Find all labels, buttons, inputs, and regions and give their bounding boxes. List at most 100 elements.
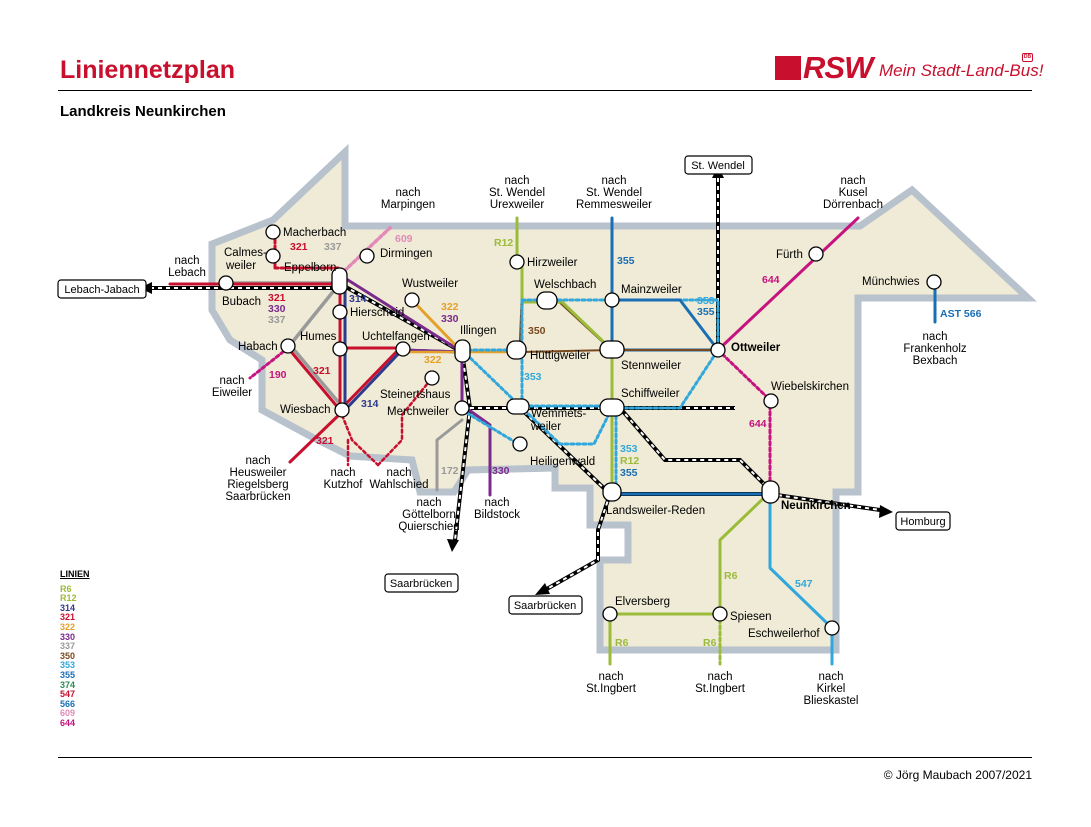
- stop-marker[interactable]: [506, 340, 527, 360]
- stop-label: Merchweiler: [387, 406, 449, 418]
- line-label: 353: [620, 443, 638, 455]
- rail-boxes: Lebach-Jabach St. Wendel Homburg Saarbrü…: [57, 155, 951, 615]
- copyright: © Jörg Maubach 2007/2021: [883, 768, 1032, 782]
- stop-label: Wemmets-: [531, 408, 587, 420]
- legend-item: 321: [60, 612, 76, 623]
- line-label: R6: [724, 570, 738, 582]
- stop-marker[interactable]: [712, 606, 728, 622]
- line-label: 330: [492, 465, 510, 477]
- stop-marker[interactable]: [604, 292, 620, 308]
- legend-item: 355: [60, 669, 76, 680]
- line-label: R12: [620, 455, 639, 467]
- stop-marker[interactable]: [506, 398, 530, 415]
- rail-box-homburg[interactable]: Homburg: [895, 511, 951, 531]
- stop-marker[interactable]: [710, 342, 726, 358]
- line-number-labels: 321 337 609 321 330 337 314 322 330 190 …: [268, 233, 982, 649]
- legend-item: 644: [60, 717, 76, 728]
- stop-label: Illingen: [460, 325, 496, 337]
- stop-marker[interactable]: [280, 338, 296, 354]
- legend-item: R6: [60, 583, 72, 594]
- stop-marker[interactable]: [602, 606, 618, 622]
- rail-box-saarbruecken[interactable]: Saarbrücken: [384, 573, 459, 593]
- footer-divider: [58, 757, 1032, 758]
- stop-label: Elversberg: [615, 596, 670, 608]
- page-subtitle: Landkreis Neunkirchen: [60, 103, 226, 120]
- header-divider: [58, 90, 1032, 91]
- stop-label: Hirzweiler: [527, 257, 578, 269]
- stop-marker[interactable]: [332, 304, 348, 320]
- stop-label: Wiesbach: [280, 404, 331, 416]
- stop-marker[interactable]: [424, 370, 440, 386]
- stop-marker[interactable]: [454, 339, 471, 363]
- legend-item: R12: [60, 593, 77, 604]
- stop-marker[interactable]: [602, 482, 622, 502]
- stop-marker[interactable]: [763, 393, 779, 409]
- rail-box-saarbruecken[interactable]: Saarbrücken: [508, 595, 583, 615]
- line-label: 322: [441, 301, 459, 313]
- line-label: 644: [749, 418, 767, 430]
- logo-slogan: Mein Stadt-Land-Bus!: [879, 61, 1044, 80]
- legend-item: 566: [60, 698, 76, 709]
- stop-labels: Macherbach Calmes- weiler Eppelborn Buba…: [222, 227, 920, 640]
- legend-item: 374: [60, 679, 76, 690]
- legend-item: 314: [60, 602, 76, 613]
- stop-label: Mainzweiler: [621, 284, 682, 296]
- line-label: 314: [349, 293, 367, 305]
- stop-label: Dirmingen: [380, 248, 432, 260]
- rail-box-st-wendel[interactable]: St. Wendel: [684, 155, 753, 175]
- line-label: 355: [620, 467, 638, 479]
- stop-marker[interactable]: [926, 274, 942, 290]
- stop-label: Welschbach: [534, 279, 596, 291]
- rail-box-label: Homburg: [900, 516, 945, 528]
- stop-marker[interactable]: [332, 341, 348, 357]
- stop-marker[interactable]: [599, 340, 625, 359]
- stop-marker[interactable]: [536, 291, 558, 310]
- stop-marker[interactable]: [509, 254, 525, 270]
- legend-item: 350: [60, 650, 76, 661]
- stop-marker[interactable]: [218, 275, 234, 291]
- stop-marker[interactable]: [359, 248, 375, 264]
- stop-markers: [218, 224, 942, 636]
- line-label: AST 566: [940, 308, 982, 320]
- arrow-icon: [535, 583, 550, 595]
- stop-marker[interactable]: [454, 400, 470, 416]
- stop-label: Schiffweiler: [621, 388, 680, 400]
- stop-marker[interactable]: [824, 620, 840, 636]
- stop-marker[interactable]: [334, 402, 350, 418]
- stop-label: Landsweiler-Reden: [606, 505, 705, 517]
- stop-marker[interactable]: [395, 341, 411, 357]
- stop-marker[interactable]: [599, 398, 625, 417]
- stop-marker[interactable]: [404, 292, 420, 308]
- stop-marker[interactable]: [265, 248, 281, 264]
- rail-box-lebach-jabach[interactable]: Lebach-Jabach: [57, 279, 147, 299]
- line-label: 547: [795, 578, 813, 590]
- stop-label: Hüttigweiler: [530, 350, 590, 362]
- stop-marker[interactable]: [512, 436, 528, 452]
- rail-box-label: Lebach-Jabach: [64, 284, 139, 296]
- line-label: 321: [313, 365, 331, 377]
- legend-item: 330: [60, 631, 76, 642]
- logo-wordmark: RSW: [803, 50, 873, 85]
- line-label: 644: [762, 274, 780, 286]
- stop-label: weiler: [225, 260, 256, 272]
- stop-marker[interactable]: [808, 246, 824, 262]
- line-label: 314: [361, 398, 379, 410]
- line-label: 321: [290, 241, 308, 253]
- line-label: 190: [269, 369, 287, 381]
- stop-marker[interactable]: [331, 267, 348, 295]
- stop-marker[interactable]: [761, 480, 780, 504]
- legend-title: LINIEN: [60, 569, 90, 579]
- stop-label: Bubach: [222, 296, 261, 308]
- stop-marker[interactable]: [265, 224, 281, 240]
